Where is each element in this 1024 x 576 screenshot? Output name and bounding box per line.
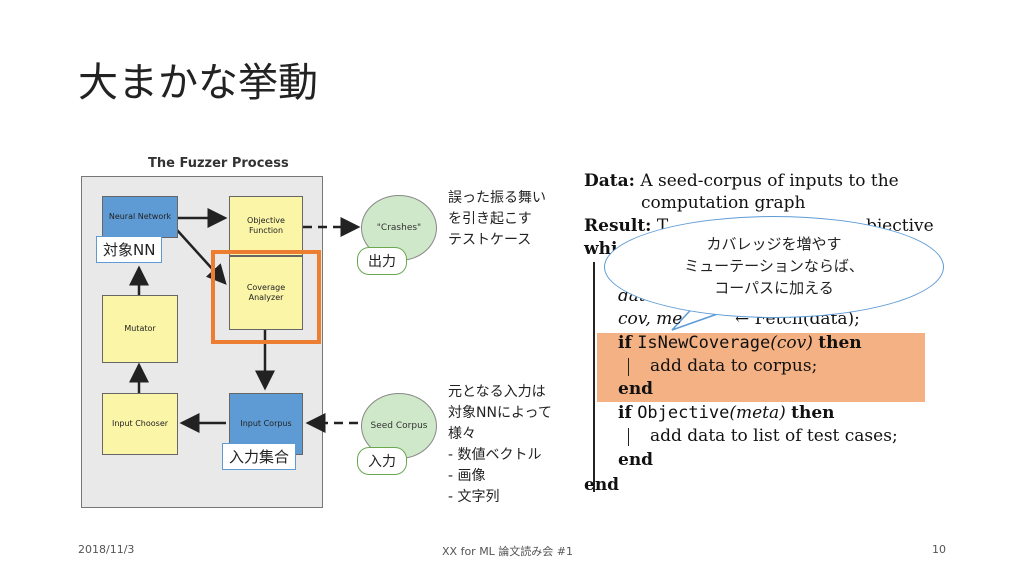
arrow-nn-coverage <box>176 229 227 285</box>
algo-if1-fn: IsNewCoverage <box>637 333 771 353</box>
crash-note-line: を引き起こす <box>448 211 532 227</box>
callout-line: ミューテーションならば、 <box>684 257 864 276</box>
algo-if2-bar <box>628 428 629 446</box>
mutator-box: Mutator <box>102 295 178 363</box>
algo-then2-kw: then <box>791 403 835 423</box>
algo-if2-fn: Objective <box>637 403 730 423</box>
callout-line: コーパスに加える <box>714 278 834 297</box>
seed-note-line: 対象NNによって <box>448 405 552 421</box>
seed-note-line: - 画像 <box>448 468 486 484</box>
algo-result-text: T <box>656 216 669 236</box>
algo-while-bar <box>593 262 595 492</box>
seed-note-line: - 数値ベクトル <box>448 447 542 463</box>
algo-if1-bar <box>628 358 629 376</box>
output-label: 出力 <box>357 247 407 275</box>
algo-if1-body: add data to corpus; <box>650 356 818 376</box>
input-chooser-box: Input Chooser <box>102 393 178 455</box>
crash-note: 誤った振る舞い を引き起こす テストケース <box>448 188 546 251</box>
fuzzer-title: The Fuzzer Process <box>148 156 289 171</box>
algo-result-kw: Result: <box>584 216 652 236</box>
algo-data-line: Data: A seed-corpus of inputs to the <box>584 171 899 191</box>
target-nn-label: 対象NN <box>96 236 163 263</box>
input-set-label: 入力集合 <box>222 443 297 470</box>
seed-note-line: 様々 <box>448 426 476 442</box>
objective-function-box: Objective Function <box>229 196 303 256</box>
algo-end3-kw: end <box>584 475 620 495</box>
crash-note-line: テストケース <box>448 232 532 248</box>
neural-network-box: Neural Network <box>102 196 178 238</box>
algo-result-line: Result: T <box>584 216 668 236</box>
algorithm-highlight <box>597 333 925 402</box>
algo-data-kw: Data: <box>584 171 635 191</box>
input-label: 入力 <box>357 447 407 475</box>
callout-line: カバレッジを増やす <box>706 235 842 254</box>
footer-center: XX for ML 論文読み会 #1 <box>442 545 574 558</box>
seed-note-line: 元となる入力は <box>448 384 546 400</box>
algo-data-text: A seed-corpus of inputs to the <box>640 171 899 191</box>
algo-if1-line: if IsNewCoverage(cov) then <box>618 333 862 353</box>
footer-date: 2018/11/3 <box>78 543 135 556</box>
algo-if2-arg: (meta) <box>729 403 786 423</box>
crash-note-line: 誤った振る舞い <box>448 190 546 206</box>
algo-if2-body: add data to list of test cases; <box>650 426 898 446</box>
coverage-highlight-frame <box>211 250 321 344</box>
algo-if2-kw: if <box>618 403 632 423</box>
algo-if1-arg: (cov) <box>770 333 813 353</box>
algo-data-text2: computation graph <box>641 193 806 213</box>
slide-title: 大まかな挙動 <box>78 60 318 106</box>
seed-note: 元となる入力は 対象NNによって 様々 - 数値ベクトル - 画像 - 文字列 <box>448 382 552 508</box>
callout-bubble: カバレッジを増やす ミューテーションならば、 コーパスに加える <box>604 216 944 318</box>
footer-page-number: 10 <box>932 543 946 556</box>
algo-if2-line: if Objective(meta) then <box>618 403 835 423</box>
algo-end2-kw: end <box>618 450 654 470</box>
algo-then-kw: then <box>818 333 862 353</box>
algo-end-kw: end <box>618 379 654 399</box>
algo-if-kw: if <box>618 333 632 353</box>
algo-fetch-lhs: cov, me <box>618 309 683 329</box>
seed-note-line: - 文字列 <box>448 489 500 505</box>
coverage-analyzer-box: Coverage Analyzer <box>229 256 303 330</box>
